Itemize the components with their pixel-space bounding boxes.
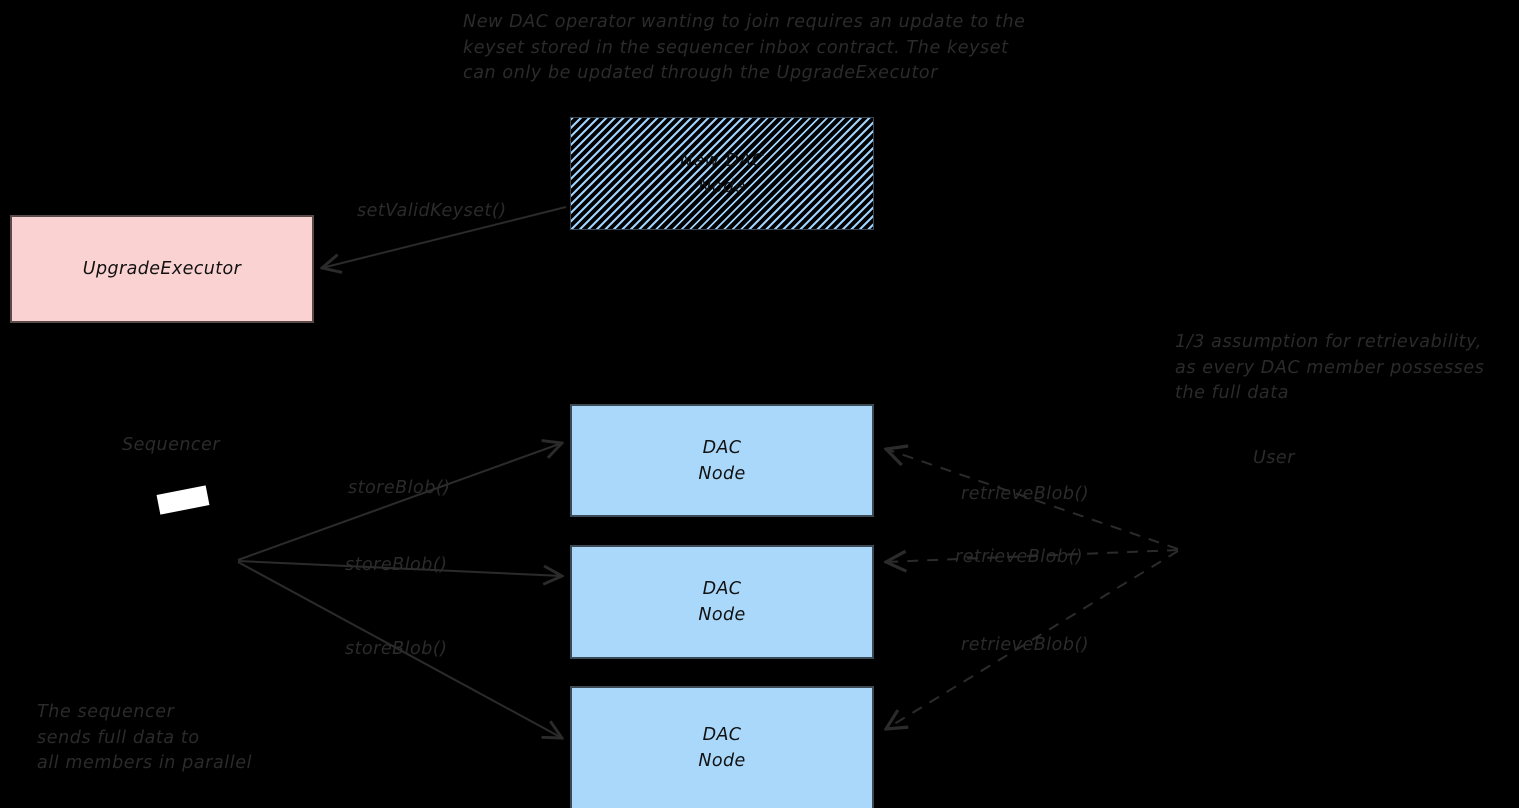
upgrade-executor-box[interactable]: UpgradeExecutor (10, 215, 314, 323)
dac-node-label-3: DAC Node (698, 725, 746, 771)
new-dac-node-box[interactable]: New DAC Node (570, 117, 874, 230)
sequencer-icon (156, 485, 210, 515)
dac-node-label-1: DAC Node (698, 437, 746, 484)
new-dac-node-label: New DAC Node (679, 150, 765, 197)
edge-label-retrieve-blob-3: retrieveBlob() (961, 635, 1090, 655)
retrievability-note: 1/3 assumption for retrievability, as ev… (1175, 332, 1485, 403)
dac-node-box-3[interactable]: DAC Node (570, 686, 874, 808)
edge-label-store-blob-2: storeBlob() (345, 555, 448, 575)
edge-label-retrieve-blob-2: retrieveBlob() (955, 547, 1084, 567)
edge-label-store-blob-1: storeBlob() (348, 478, 451, 498)
edge-label-store-blob-3: storeBlob() (345, 639, 448, 659)
edge-label-set-valid-keyset: setValidKeyset() (357, 201, 507, 221)
dac-node-box-2[interactable]: DAC Node (570, 545, 874, 659)
dac-node-label-2: DAC Node (698, 579, 746, 625)
edge-label-retrieve-blob-1: retrieveBlob() (961, 484, 1090, 504)
upgrade-executor-label: UpgradeExecutor (82, 259, 242, 279)
dac-node-box-1[interactable]: DAC Node (570, 404, 874, 517)
keyset-update-note: New DAC operator wanting to join require… (463, 12, 1026, 83)
sequencer-note: The sequencer sends full data to all mem… (37, 702, 253, 773)
sequencer-label: Sequencer (122, 435, 221, 455)
edge-store-blob-1 (237, 443, 562, 561)
user-label: User (1253, 448, 1295, 468)
